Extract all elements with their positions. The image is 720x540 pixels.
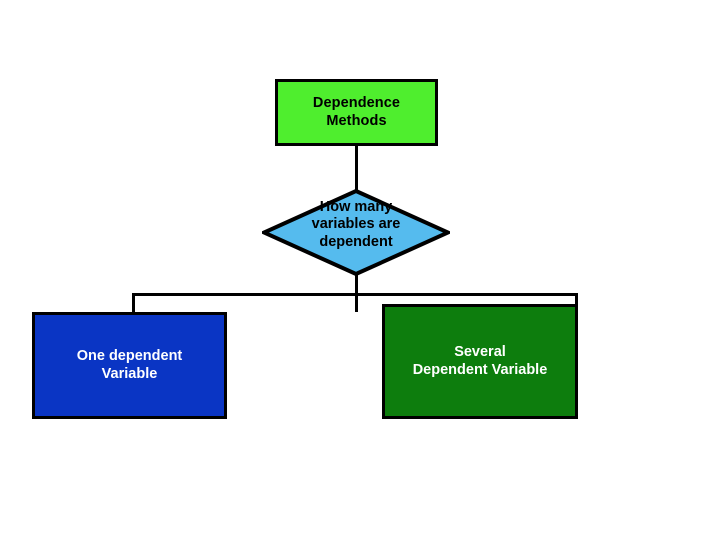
node-dependence-methods[interactable]: Dependence Methods [275,79,438,146]
node-dependence-methods-label: Dependence Methods [312,94,401,129]
node-one-dependent-variable-label: One dependent Variable [76,347,183,382]
node-several-dependent-variable-label: Several Dependent Variable [412,343,548,378]
node-how-many-variables-are-dependent[interactable]: How many variables are dependent [262,189,450,276]
node-one-dependent-variable[interactable]: One dependent Variable [32,312,227,419]
connector-split-bar [132,293,578,296]
node-several-dependent-variable[interactable]: Several Dependent Variable [382,304,578,419]
connector-branch-left [132,293,135,315]
diamond-shape-icon [262,189,450,276]
connector-methods-to-question [355,146,358,191]
